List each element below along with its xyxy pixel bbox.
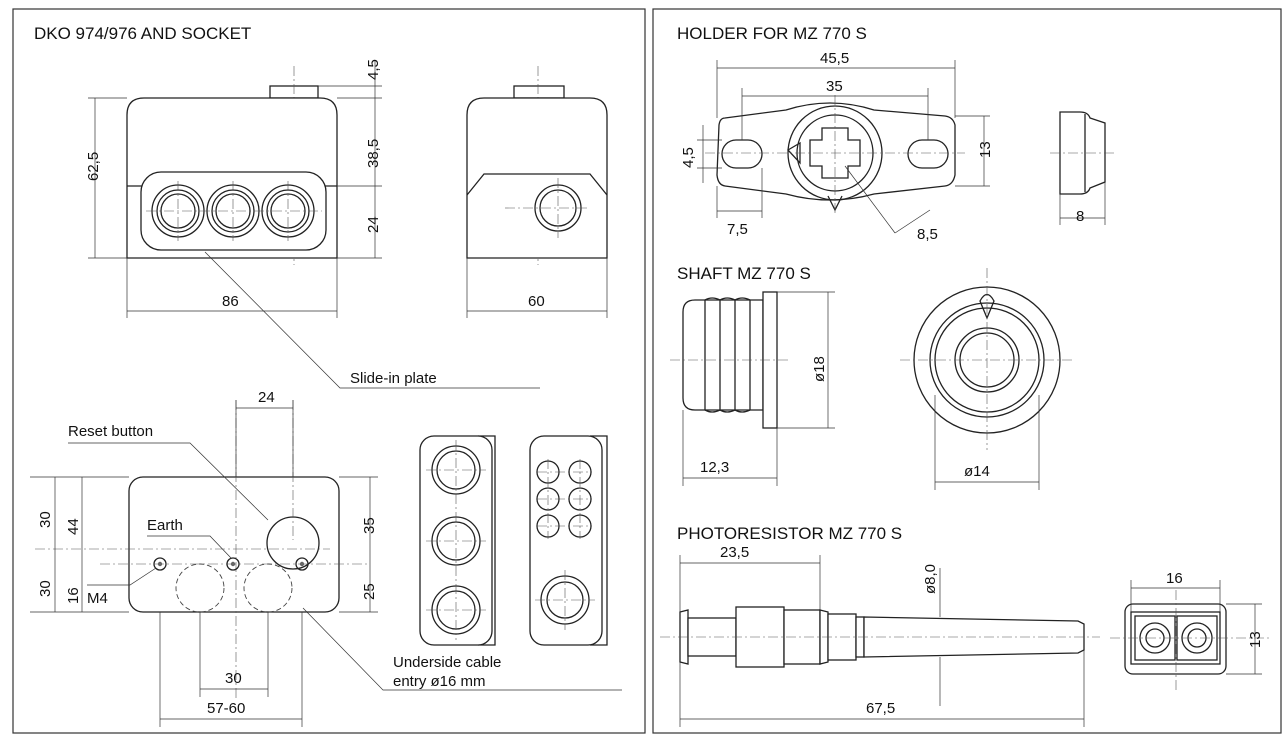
dim-socket-hole-30: 30 — [225, 670, 242, 687]
dim-socket-hole-span: 57-60 — [207, 700, 245, 717]
dim-holder-total: 45,5 — [820, 50, 849, 67]
dim-holder-thick: 8 — [1076, 208, 1084, 225]
dko-side-view: 60 — [466, 66, 608, 318]
holder-title: HOLDER FOR MZ 770 S — [677, 24, 867, 43]
label-earth: Earth — [147, 517, 183, 534]
dim-holder-inner: 35 — [826, 78, 843, 95]
left-panel-frame — [12, 8, 646, 734]
dim-dko-width: 86 — [222, 293, 239, 310]
label-m4: M4 — [87, 590, 108, 607]
shaft-front-view: ø14 — [900, 268, 1075, 490]
holder-front-view: HOLDER FOR MZ 770 S 45,5 35 4,5 13 — [677, 24, 994, 243]
dim-socket-top-span: 24 — [258, 389, 275, 406]
dim-socket-left-44: 44 — [65, 518, 82, 535]
photoresistor-end-view: 16 13 — [1110, 570, 1270, 690]
slide-in-plate-3-hole — [419, 435, 496, 646]
dim-holder-slot: 4,5 — [680, 147, 697, 168]
dim-shaft-len: 12,3 — [700, 459, 729, 476]
photoresistor-side-view: PHOTORESISTOR MZ 770 S ø8,0 23,5 67,5 — [660, 524, 1100, 727]
holder-side-view: 8 — [1050, 111, 1115, 225]
dim-dko-side-width: 60 — [528, 293, 545, 310]
shaft-side-view: SHAFT MZ 770 S ø18 12,3 — [670, 264, 835, 486]
dim-shaft-front-dia: ø14 — [964, 463, 990, 480]
dim-shaft-dia: ø18 — [811, 356, 828, 382]
socket-view: 24 30 44 30 16 35 25 30 57-60 Reset butt… — [30, 389, 622, 727]
dim-socket-left-30b: 30 — [37, 580, 54, 597]
dim-photo-len: 67,5 — [866, 700, 895, 717]
dim-holder-diag: 8,5 — [917, 226, 938, 243]
label-cable-entry-line1: Underside cable — [393, 654, 501, 671]
right-panel-frame — [652, 8, 1282, 734]
dim-photo-seg: 23,5 — [720, 544, 749, 561]
label-cable-entry-line2: entry ø16 mm — [393, 673, 486, 690]
dim-holder-height: 13 — [977, 141, 994, 158]
dim-photo-end-w: 16 — [1166, 570, 1183, 587]
dim-holder-offset: 7,5 — [727, 221, 748, 238]
dim-socket-left-16: 16 — [65, 587, 82, 604]
dim-socket-left-30a: 30 — [37, 511, 54, 528]
dim-dko-height: 62,5 — [85, 152, 102, 181]
dim-dko-lower: 24 — [365, 216, 382, 233]
dim-dko-top: 4,5 — [365, 59, 382, 80]
dim-photo-end-h: 13 — [1247, 631, 1264, 648]
slide-in-plate-multi-hole — [529, 435, 608, 646]
dko-front-view: DKO 974/976 AND SOCKET 62,5 4,5 38,5 24 — [34, 24, 540, 389]
dim-socket-right-25: 25 — [361, 583, 378, 600]
dim-photo-dia: ø8,0 — [922, 564, 939, 594]
dko-title: DKO 974/976 AND SOCKET — [34, 24, 251, 43]
shaft-title: SHAFT MZ 770 S — [677, 264, 811, 283]
photo-title: PHOTORESISTOR MZ 770 S — [677, 524, 902, 543]
dim-socket-right-35: 35 — [361, 517, 378, 534]
label-slide-in-plate: Slide-in plate — [350, 370, 437, 387]
label-reset-button: Reset button — [68, 423, 153, 440]
dim-dko-upper: 38,5 — [365, 139, 382, 168]
